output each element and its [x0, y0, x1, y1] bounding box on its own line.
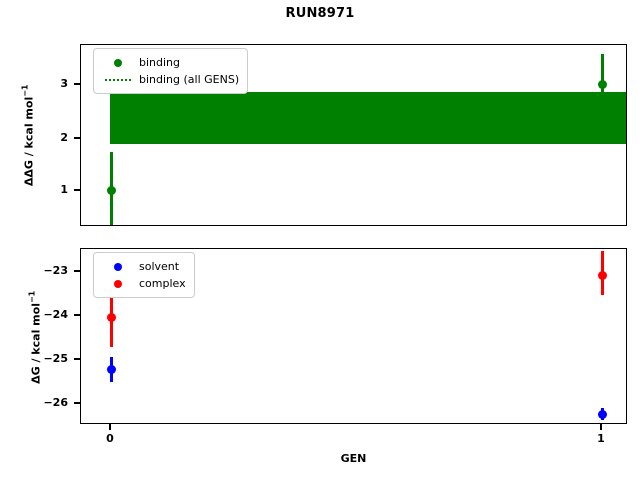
top-ytick-label-1: 1 [60, 183, 68, 196]
legend-label-binding: binding [139, 56, 181, 69]
legend-label-binding-all-gens: binding (all GENS) [139, 73, 240, 86]
top-panel-ylabel-exponent: −1 [20, 84, 30, 97]
complex-marker-gen1 [597, 270, 607, 280]
complex-marker-icon [101, 279, 135, 288]
binding-marker-icon [101, 58, 135, 67]
solvent-marker-icon [101, 262, 135, 271]
xtick-mark-1 [600, 424, 602, 430]
xtick-label-1: 1 [597, 432, 605, 445]
xtick-mark-0 [109, 424, 111, 430]
xtick-label-0: 0 [106, 432, 114, 445]
top-ytick-mark-1 [74, 189, 80, 191]
bottom-panel-ylabel-exponent: −1 [27, 290, 37, 304]
top-ytick-mark-3 [74, 83, 80, 85]
legend-label-solvent: solvent [139, 260, 180, 273]
legend-item-binding-all-gens[interactable]: binding (all GENS) [101, 71, 239, 88]
top-panel-legend[interactable]: binding binding (all GENS) [93, 48, 249, 94]
legend-item-complex[interactable]: complex [101, 275, 186, 292]
bottom-ytick-label-n26: −26 [43, 396, 68, 409]
top-panel-ylabel-text: ΔΔG / kcal mol [22, 96, 36, 187]
legend-item-solvent[interactable]: solvent [101, 258, 186, 275]
binding-marker-gen0 [106, 186, 116, 195]
binding-marker-gen1 [597, 80, 607, 89]
binding-dotted-line-icon [101, 78, 135, 81]
bottom-ytick-label-n24: −24 [43, 308, 68, 321]
top-ytick-mark-2 [74, 137, 80, 139]
solvent-marker-gen1 [597, 409, 607, 419]
legend-item-binding[interactable]: binding [101, 54, 239, 71]
bottom-ytick-mark-n24 [74, 314, 80, 316]
figure-xlabel: GEN [340, 452, 367, 465]
bottom-panel-ylabel: ΔG / kcal mol−1 [28, 262, 43, 412]
bottom-panel-legend[interactable]: solvent complex [93, 252, 195, 298]
complex-marker-gen0 [106, 312, 116, 322]
bottom-ytick-mark-n23 [74, 270, 80, 272]
figure-title: RUN8971 [285, 6, 355, 21]
top-panel-ylabel: ΔΔG / kcal mol−1 [21, 60, 36, 210]
bottom-ytick-label-n25: −25 [43, 352, 68, 365]
solvent-marker-gen0 [106, 365, 116, 374]
bottom-ytick-mark-n25 [74, 358, 80, 360]
top-ytick-label-2: 2 [60, 131, 68, 144]
binding-all-gens-band [110, 92, 626, 144]
bottom-ytick-mark-n26 [74, 402, 80, 404]
top-ytick-label-3: 3 [60, 77, 68, 90]
bottom-ytick-label-n23: −23 [43, 264, 68, 277]
legend-label-complex: complex [139, 277, 186, 290]
